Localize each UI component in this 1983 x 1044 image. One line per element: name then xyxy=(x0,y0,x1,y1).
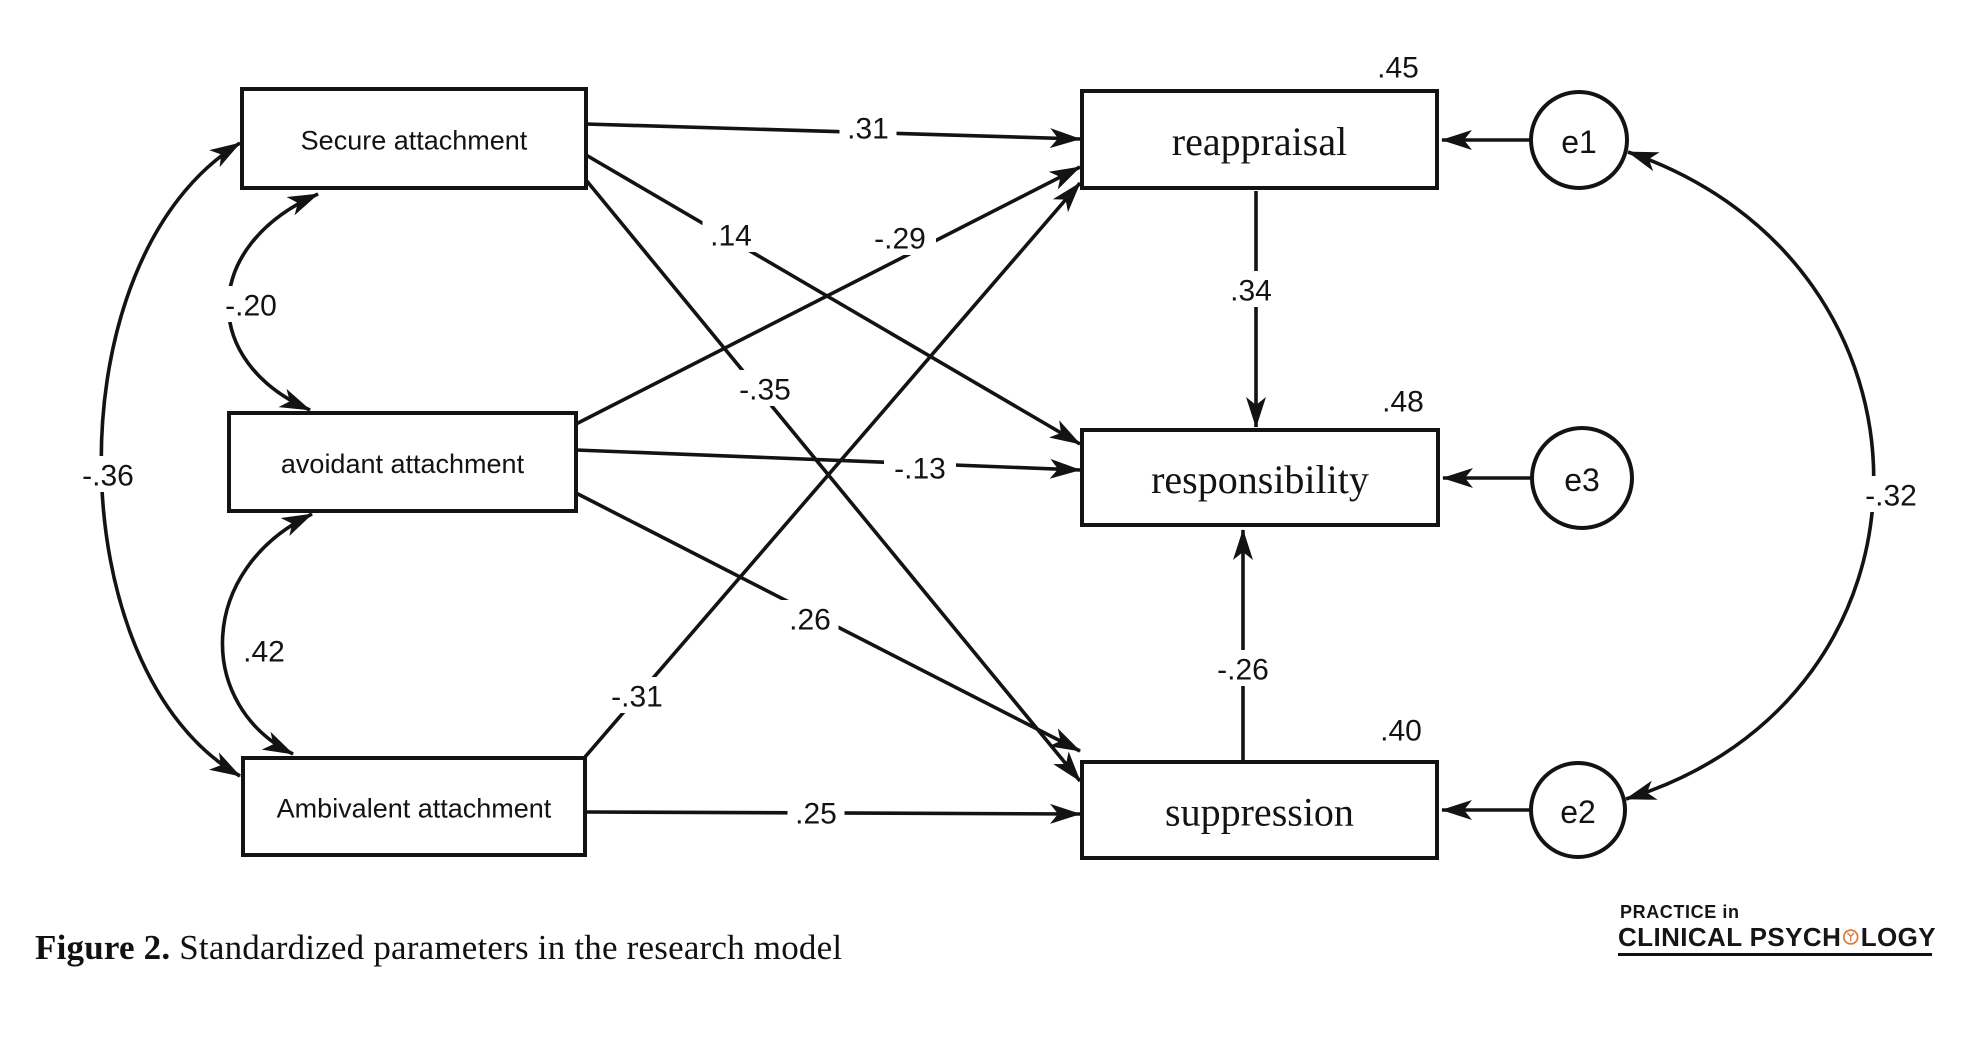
variance-label-suppression: .40 xyxy=(1380,715,1422,748)
journal-logo-line2: CLINICAL PSYCH LOGY xyxy=(1618,924,1936,950)
coefficient-suppression-to-responsibility: -.26 xyxy=(1217,654,1269,687)
covariance-coefficient-secure-attachment-avoidant-attachment: -.20 xyxy=(225,290,277,323)
path-arrow-avoidant-attachment-to-responsibility xyxy=(575,448,1081,479)
path-arrow-secure-attachment-to-responsibility xyxy=(585,153,1081,446)
coefficient-avoidant-attachment-to-suppression: .26 xyxy=(789,604,831,637)
node-label-responsibility: responsibility xyxy=(1151,457,1369,502)
figure-caption: Figure 2. Standardized parameters in the… xyxy=(35,928,1035,968)
journal-logo-underline xyxy=(1618,953,1932,956)
covariance-coefficient-e1-e2-bg xyxy=(1855,476,1927,512)
coefficient-secure-attachment-to-reappraisal-bg xyxy=(839,109,897,145)
path-arrow-ambivalent-attachment-to-reappraisal xyxy=(583,181,1082,759)
node-box-ambivalent-attachment xyxy=(241,756,587,857)
coefficient-reappraisal-to-responsibility-bg xyxy=(1222,271,1280,307)
node-box-responsibility xyxy=(1080,428,1440,527)
node-label-reappraisal: reappraisal xyxy=(1172,119,1347,164)
error-circle-e1 xyxy=(1529,90,1629,190)
coefficient-ambivalent-attachment-to-suppression: .25 xyxy=(795,798,837,831)
node-box-suppression xyxy=(1080,760,1439,860)
coefficient-reappraisal-to-responsibility: .34 xyxy=(1230,275,1272,308)
covariance-arc-e1-e2 xyxy=(1625,150,1876,801)
covariance-coefficient-secure-attachment-ambivalent-attachment: -.36 xyxy=(82,460,134,493)
coefficient-secure-attachment-to-responsibility-bg xyxy=(702,216,760,252)
covariance-coefficient-secure-attachment-avoidant-attachment-bg xyxy=(215,286,287,322)
node-box-reappraisal xyxy=(1080,89,1439,190)
node-label-ambivalent-attachment: Ambivalent attachment xyxy=(277,794,552,824)
coefficient-ambivalent-attachment-to-reappraisal: -.31 xyxy=(611,681,663,714)
error-label-e3: e3 xyxy=(1564,462,1600,498)
node-box-avoidant-attachment xyxy=(227,411,578,513)
coefficient-suppression-to-responsibility-bg xyxy=(1207,650,1279,686)
node-label-avoidant-attachment: avoidant attachment xyxy=(281,449,525,479)
variance-label-reappraisal: .45 xyxy=(1377,52,1419,85)
coefficient-avoidant-attachment-to-responsibility-bg xyxy=(884,449,956,485)
error-circle-e2 xyxy=(1529,761,1627,859)
coefficient-ambivalent-attachment-to-reappraisal-bg xyxy=(601,677,673,713)
variance-label-responsibility: .48 xyxy=(1382,386,1424,419)
node-label-suppression: suppression xyxy=(1165,790,1354,835)
path-arrow-secure-attachment-to-suppression xyxy=(584,178,1082,783)
error-circle-e3 xyxy=(1530,426,1634,530)
path-arrow-avoidant-attachment-to-reappraisal xyxy=(575,165,1081,426)
journal-logo-clinical-psych: CLINICAL PSYCH xyxy=(1618,922,1842,952)
covariance-coefficient-avoidant-attachment-ambivalent-attachment-bg xyxy=(235,632,293,668)
coefficient-avoidant-attachment-to-reappraisal: -.29 xyxy=(874,223,926,256)
path-arrow-secure-attachment-to-reappraisal xyxy=(585,122,1081,149)
journal-logo: PRACTICE in CLINICAL PSYCH LOGY xyxy=(1618,903,1936,956)
node-label-secure-attachment: Secure attachment xyxy=(301,126,528,156)
person-circle-icon xyxy=(1843,929,1859,945)
error-label-e2: e2 xyxy=(1560,794,1596,830)
error-label-e1: e1 xyxy=(1561,124,1597,160)
coefficient-ambivalent-attachment-to-suppression-bg xyxy=(787,794,845,830)
figure-caption-text: Standardized parameters in the research … xyxy=(170,928,843,967)
coefficient-secure-attachment-to-suppression: -.35 xyxy=(739,374,791,407)
covariance-coefficient-avoidant-attachment-ambivalent-attachment: .42 xyxy=(243,636,285,669)
coefficient-avoidant-attachment-to-reappraisal-bg xyxy=(864,219,936,255)
coefficient-secure-attachment-to-reappraisal: .31 xyxy=(847,113,889,146)
coefficient-secure-attachment-to-suppression-bg xyxy=(729,370,801,406)
coefficient-avoidant-attachment-to-suppression-bg xyxy=(781,600,839,636)
figure-caption-number: Figure 2. xyxy=(35,928,171,967)
coefficient-secure-attachment-to-responsibility: .14 xyxy=(710,220,752,253)
covariance-coefficient-secure-attachment-ambivalent-attachment-bg xyxy=(72,456,144,492)
node-box-secure-attachment xyxy=(240,87,588,190)
covariance-coefficient-e1-e2: -.32 xyxy=(1865,480,1917,513)
journal-logo-logy: LOGY xyxy=(1860,922,1936,952)
journal-logo-line1: PRACTICE in xyxy=(1620,902,1740,922)
coefficient-avoidant-attachment-to-responsibility: -.13 xyxy=(894,453,946,486)
